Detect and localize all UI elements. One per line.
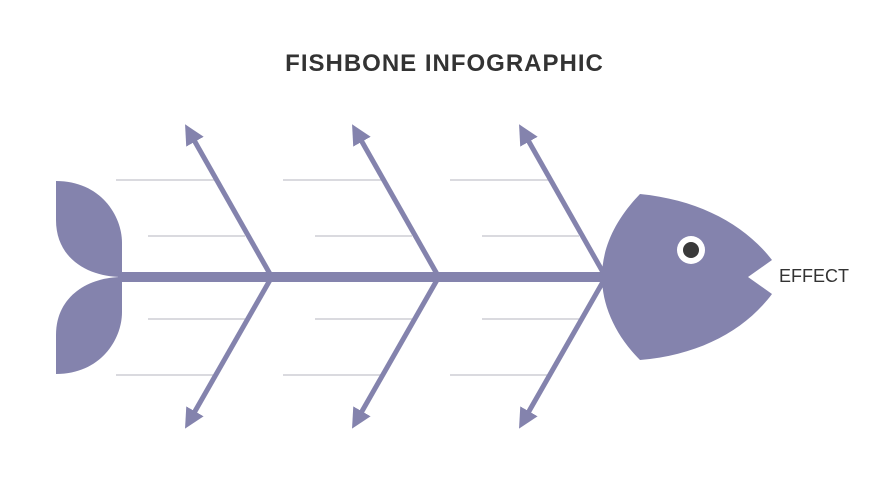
fish-tail bbox=[56, 181, 122, 374]
bone-bottom-2 bbox=[352, 278, 440, 429]
bone-bottom-1 bbox=[185, 278, 273, 429]
eye-pupil-icon bbox=[683, 242, 699, 258]
cause-guide-lines bbox=[116, 179, 579, 376]
bones bbox=[185, 124, 607, 429]
bone-bottom-3 bbox=[519, 278, 607, 429]
fish-head bbox=[602, 194, 772, 360]
page-title: FISHBONE INFOGRAPHIC bbox=[285, 50, 604, 77]
spine bbox=[118, 272, 618, 282]
effect-label: EFFECT bbox=[779, 266, 849, 286]
bone-top-3 bbox=[519, 124, 607, 276]
bone-top-2 bbox=[352, 124, 440, 276]
bone-top-1 bbox=[185, 124, 273, 276]
